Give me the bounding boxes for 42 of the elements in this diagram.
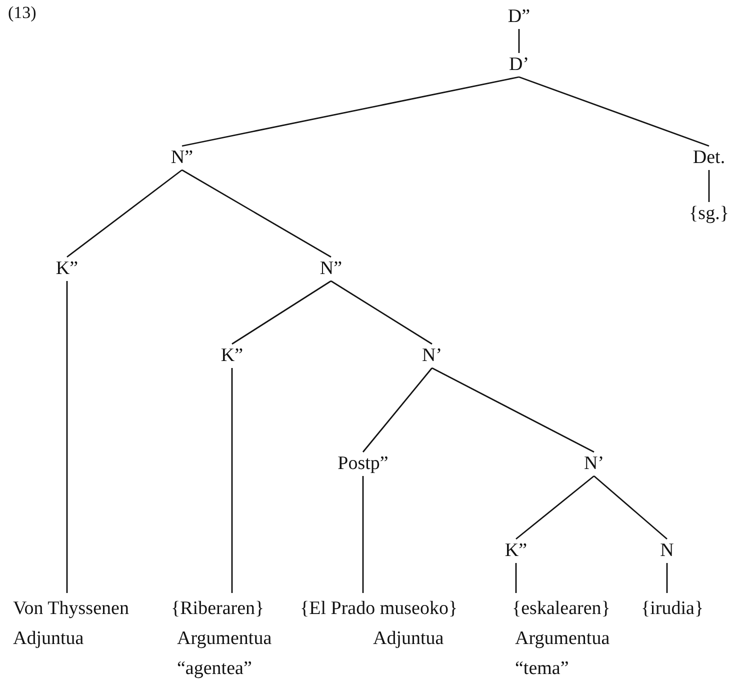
tree-branch (182, 169, 332, 258)
gloss-text: Adjuntua (13, 627, 85, 651)
tree-branch (330, 280, 432, 345)
word-text: Det. (692, 147, 726, 169)
word-text: K” (56, 258, 78, 280)
word-text: N’ (422, 345, 442, 367)
tree-branch (231, 368, 233, 593)
word-text: N” (170, 147, 194, 169)
tree-branch (518, 29, 520, 53)
tree-branch (362, 368, 433, 452)
word-text: {irudia} (641, 597, 704, 621)
gloss-text: “tema” (514, 657, 570, 679)
word-text: N’ (584, 453, 604, 475)
tree-branch (515, 563, 517, 593)
gloss-text: “agentea” (176, 657, 253, 679)
tree-branch (432, 367, 594, 453)
word-text: N (660, 540, 674, 562)
word-text: K” (504, 540, 528, 562)
word-text: {Riberaren} (171, 597, 266, 621)
word-text: Postp” (338, 453, 388, 475)
tree-branch (66, 169, 182, 258)
tree-branch (66, 281, 68, 593)
word-text: Von Thyssenen (13, 597, 129, 621)
tree-branch (594, 475, 668, 540)
word-text: D’ (508, 54, 530, 76)
tree-branch (232, 280, 332, 345)
tree-branch (182, 76, 520, 147)
word-text: {El Prado museoko} (300, 597, 458, 621)
tree-branch (666, 563, 668, 593)
gloss-text: Argumentua (514, 627, 610, 651)
word-text: D” (508, 6, 530, 28)
tree-branch (362, 476, 364, 593)
word-text: N” (320, 258, 342, 280)
word-text: K” (220, 345, 244, 367)
tree-branch (708, 170, 710, 202)
example-number: (13) (8, 3, 36, 22)
gloss-text: Argumentua (176, 627, 272, 651)
tree-branch (518, 76, 710, 147)
gloss-text: Adjuntua (372, 627, 445, 651)
word-text: {eskalearen} (512, 597, 610, 621)
tree-branch (516, 475, 594, 540)
word-text: {sg.} (689, 203, 729, 225)
